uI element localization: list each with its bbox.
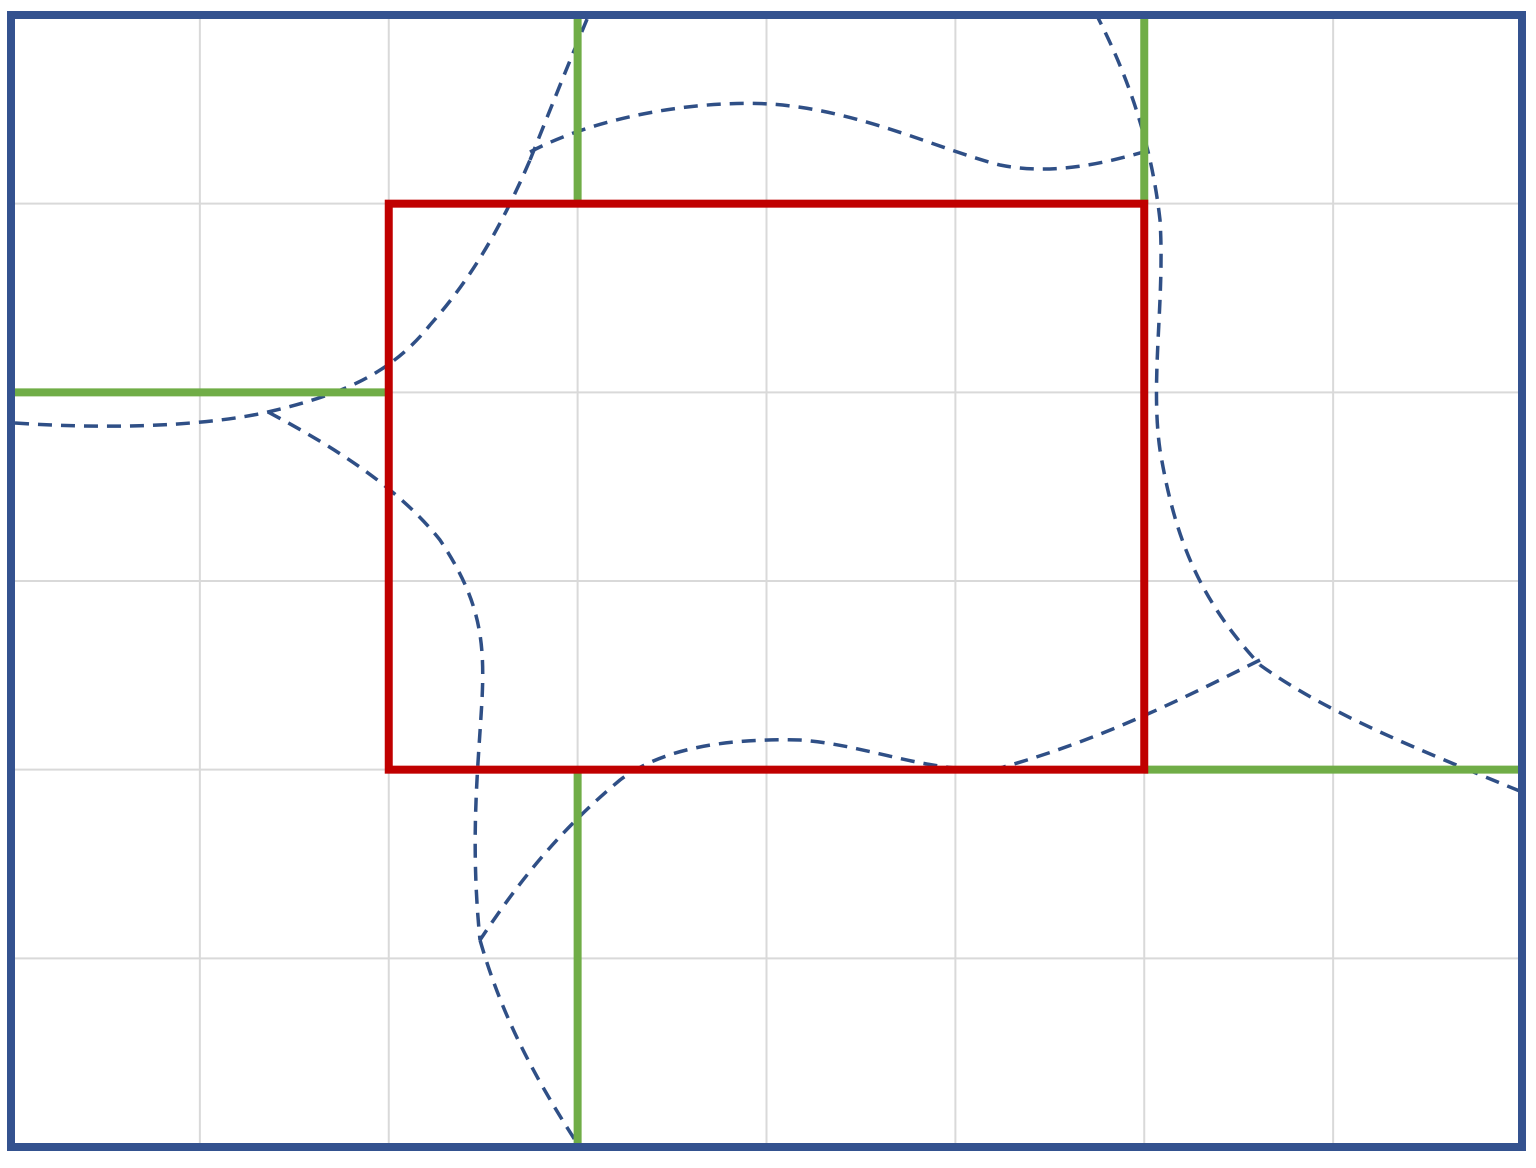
dashed-curve-top-right [1093,11,1262,667]
dashed-curve-bottom-left [478,939,577,1141]
grid-lines [11,15,1522,1147]
dashed-curve-bottom-middle [478,658,1261,941]
dashed-curves [14,11,1523,1141]
red-square [384,199,1149,774]
green-segments [11,15,1522,1147]
dashed-curve-left-lower [267,410,485,941]
dashed-curve-top-left [528,11,592,161]
dashed-curve-right-lower [1258,663,1523,794]
outer-border [7,11,1526,1151]
dashed-curve-top-middle [529,101,1151,171]
